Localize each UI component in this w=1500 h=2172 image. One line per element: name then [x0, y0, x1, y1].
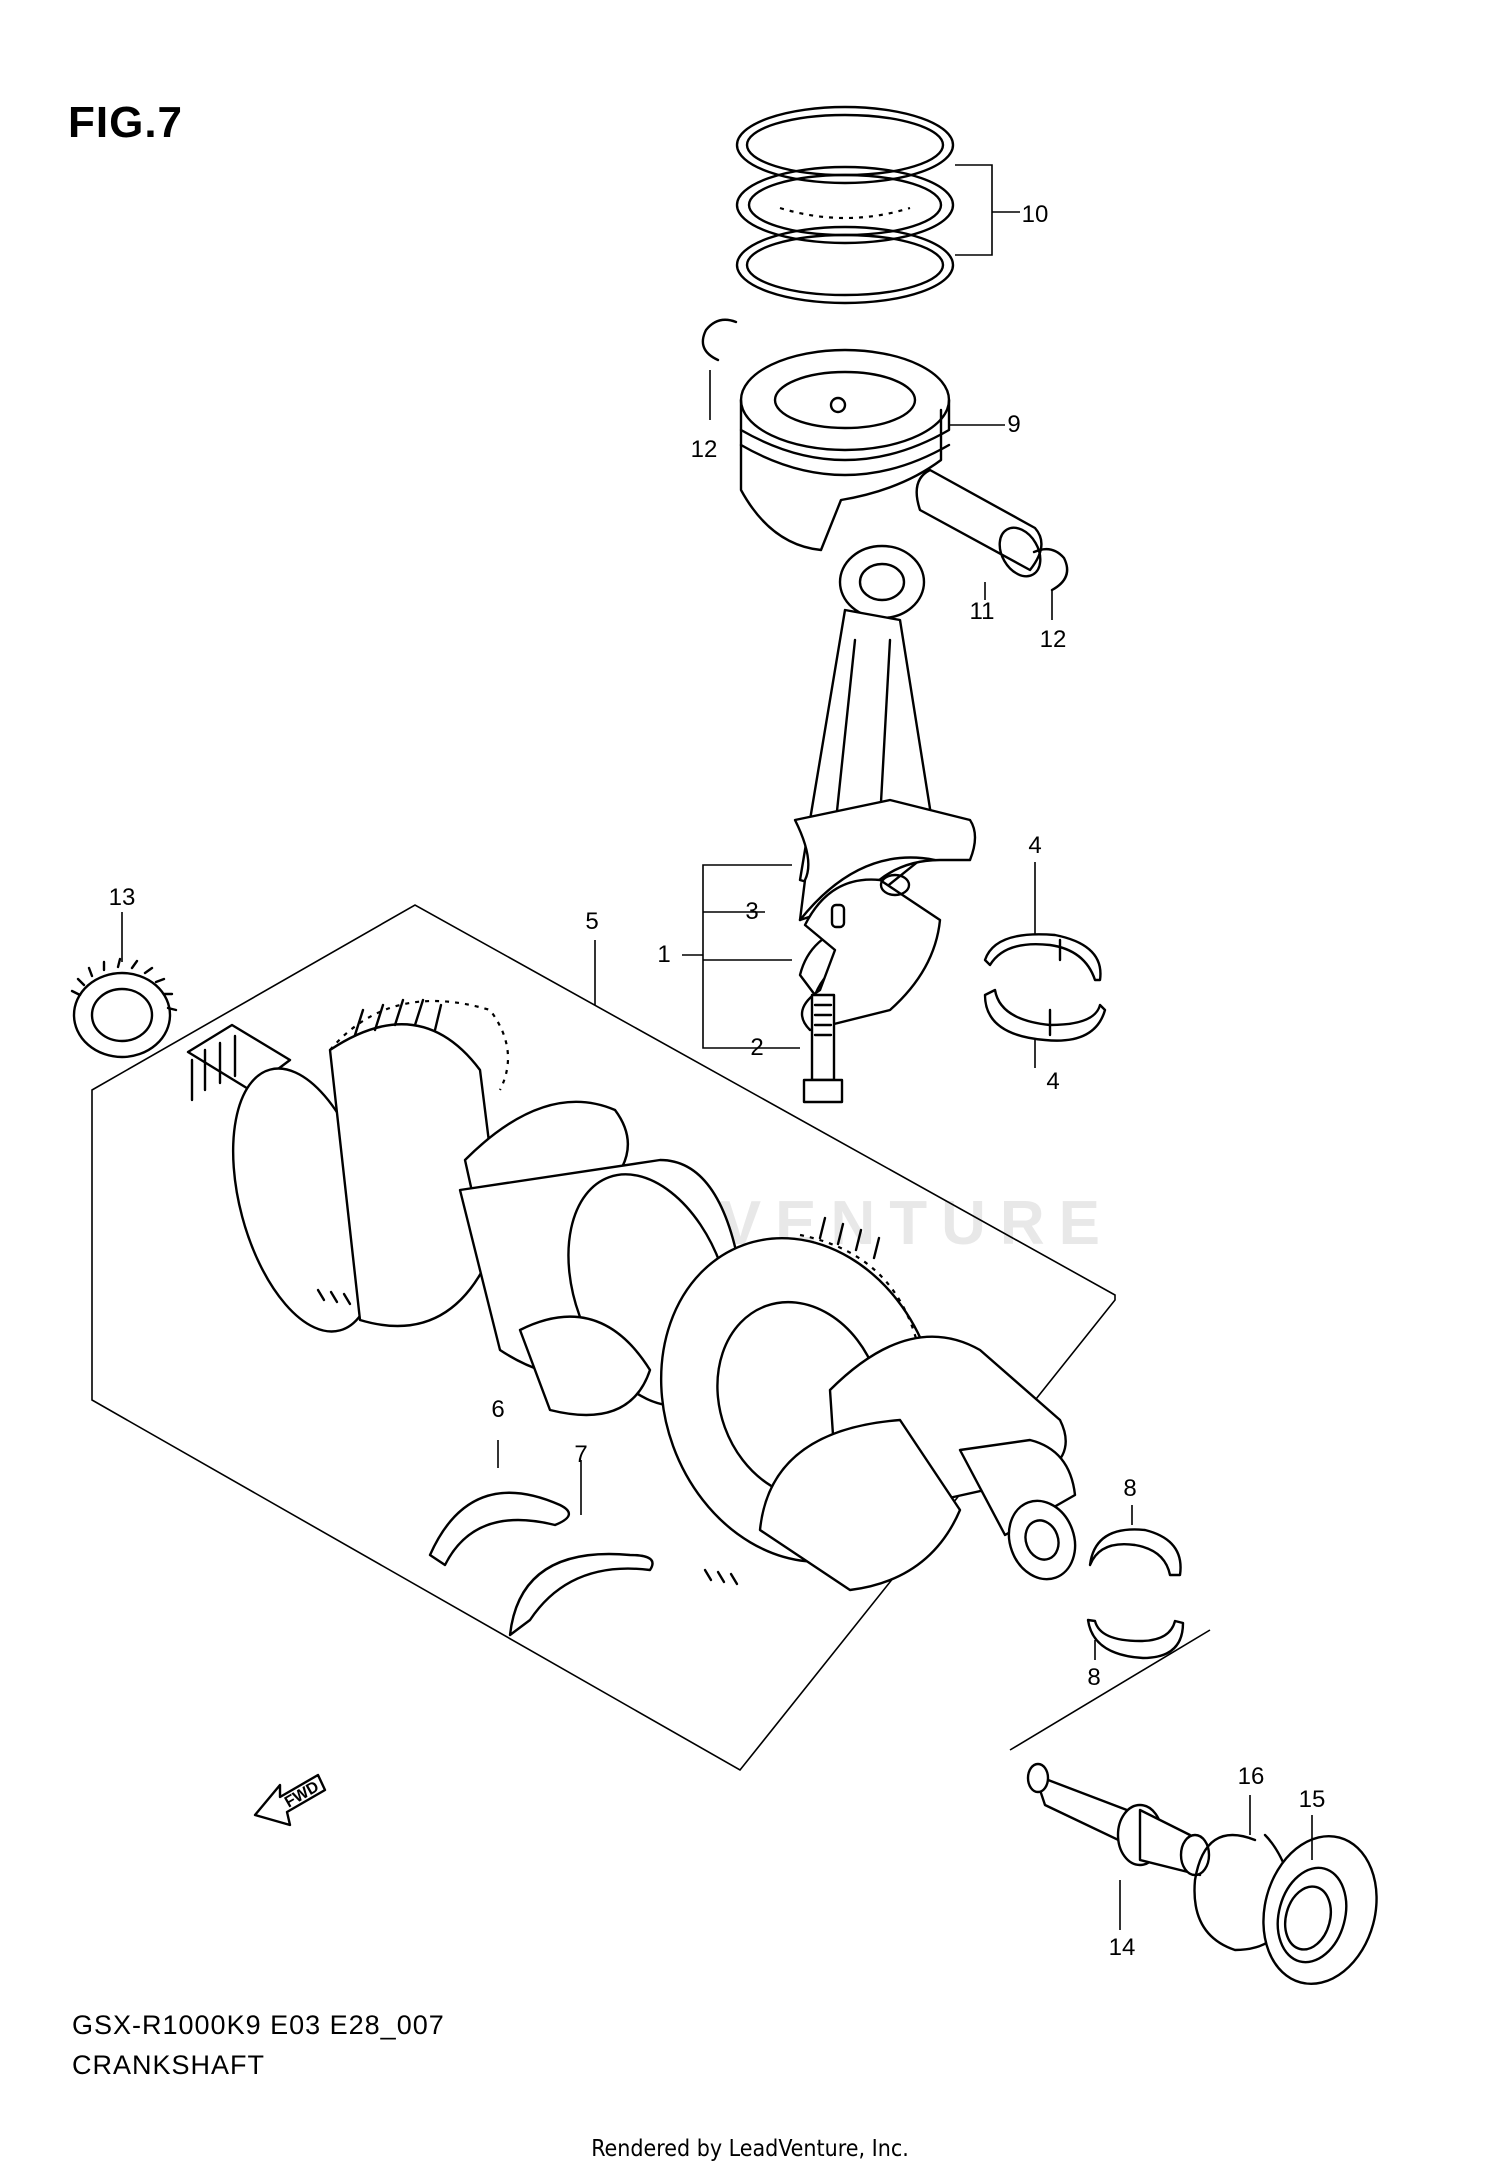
figure-title: FIG.7	[68, 98, 184, 147]
con-rod-bolt-part-2[interactable]	[802, 993, 844, 1104]
leader-bracket-1	[682, 864, 800, 1049]
callout-8-upper: 8	[1123, 1475, 1137, 1502]
callout-6: 6	[491, 1396, 505, 1423]
callout-3: 3	[745, 898, 759, 925]
leader-line-10	[955, 164, 1020, 256]
main-bearing-part-8[interactable]	[1086, 1528, 1185, 1660]
connecting-rod[interactable]	[793, 544, 977, 922]
crankshaft-box	[91, 904, 1116, 1772]
callout-8-lower: 8	[1087, 1664, 1101, 1691]
circlip-part-12b[interactable]	[1032, 547, 1069, 592]
crankshaft-part-5[interactable]	[186, 998, 1086, 1601]
section-name: CRANKSHAFT	[72, 2050, 266, 2080]
dowel-pin-part-3[interactable]	[830, 903, 846, 929]
crank-bolt-part-14[interactable]	[1026, 1762, 1211, 1877]
callout-7: 7	[574, 1441, 588, 1468]
piston-part-9[interactable]	[739, 348, 951, 552]
circlip-part-12a[interactable]	[701, 318, 738, 362]
callout-2: 2	[750, 1034, 764, 1061]
callout-14: 14	[1108, 1934, 1136, 1961]
callout-12-upper: 12	[690, 436, 718, 463]
callout-11: 11	[969, 598, 995, 625]
callout-9: 9	[1007, 411, 1021, 438]
callout-15: 15	[1298, 1786, 1326, 1813]
callout-12-lower: 12	[1039, 626, 1067, 653]
callout-4-upper: 4	[1028, 832, 1042, 859]
footer-credit: Rendered by LeadVenture, Inc.	[591, 2136, 909, 2162]
model-code: GSX-R1000K9 E03 E28_007	[72, 2010, 445, 2040]
piston-pin-part-11[interactable]	[915, 468, 1049, 584]
callout-10: 10	[1021, 201, 1049, 228]
forward-direction-arrow: FWD	[253, 1773, 327, 1827]
callout-13: 13	[108, 884, 136, 911]
crank-gear-part-13[interactable]	[70, 957, 178, 1059]
oil-seal-part-15[interactable]	[1247, 1823, 1392, 1996]
callout-16: 16	[1237, 1763, 1265, 1790]
piston-rings-part-10[interactable]	[735, 105, 955, 305]
callout-4-lower: 4	[1046, 1068, 1060, 1095]
callout-1: 1	[657, 941, 671, 968]
con-rod-bearing-part-4[interactable]	[983, 933, 1107, 1042]
callout-5: 5	[585, 908, 599, 935]
thrust-bearing-part-7[interactable]	[508, 1552, 654, 1637]
dashed-leader-to-14	[1009, 1629, 1211, 1751]
thrust-bearing-part-6[interactable]	[428, 1491, 570, 1567]
